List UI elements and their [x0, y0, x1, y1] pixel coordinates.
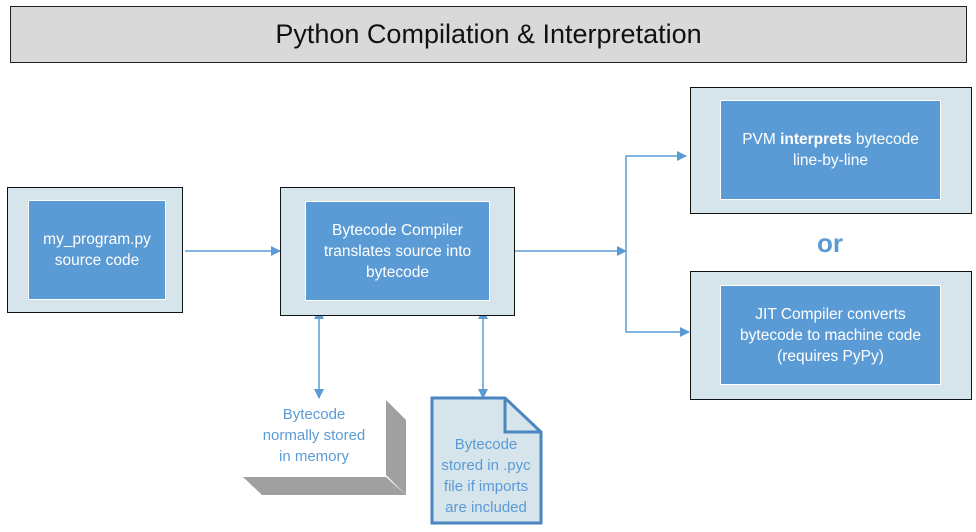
jit-line2: bytecode to machine code [740, 326, 921, 344]
memory-line3: in memory [278, 448, 349, 465]
compiler-node-label: Bytecode Compiler translates source into b… [305, 201, 490, 301]
pvm-node-label: PVM interprets bytecode line-by-line [720, 100, 941, 200]
pyc-line2: stored in .pyc [441, 457, 531, 474]
pvm-prefix: PVM [742, 131, 781, 148]
memory-block-bottom [243, 477, 406, 495]
arrow-branch-to-pvm [625, 151, 687, 251]
jit-node-label: JIT Compiler converts bytecode to machine… [720, 285, 941, 385]
compiler-line3: bytecode [366, 263, 429, 281]
or-label: or [817, 228, 843, 258]
memory-line2: normally stored [262, 427, 366, 444]
pyc-line4: are included [445, 499, 527, 516]
compiler-line2: translates source into [323, 242, 472, 260]
memory-line1: Bytecode [282, 406, 346, 423]
pyc-line1: Bytecode [454, 436, 518, 453]
memory-node-label: Bytecode normally stored in memory [248, 404, 380, 467]
pyc-file-fold [503, 398, 541, 434]
jit-line3: (requires PyPy) [777, 347, 884, 365]
pvm-line2: line-by-line [793, 152, 868, 169]
diagram-title: Python Compilation & Interpretation [10, 6, 967, 63]
pvm-bold: interprets [780, 131, 852, 148]
pvm-suffix: bytecode [851, 131, 919, 148]
pyc-file-shape [430, 396, 543, 525]
source-line2: source code [54, 252, 140, 269]
compiler-line1: Bytecode Compiler [332, 221, 463, 239]
pyc-node-label: Bytecode stored in .pyc file if imports … [434, 434, 538, 518]
pyc-line3: file if imports [443, 478, 529, 495]
arrow-branch-to-jit [625, 251, 690, 337]
jit-line1: JIT Compiler converts [755, 305, 906, 323]
memory-block-side [386, 400, 406, 495]
source-line1: my_program.py [43, 231, 151, 248]
